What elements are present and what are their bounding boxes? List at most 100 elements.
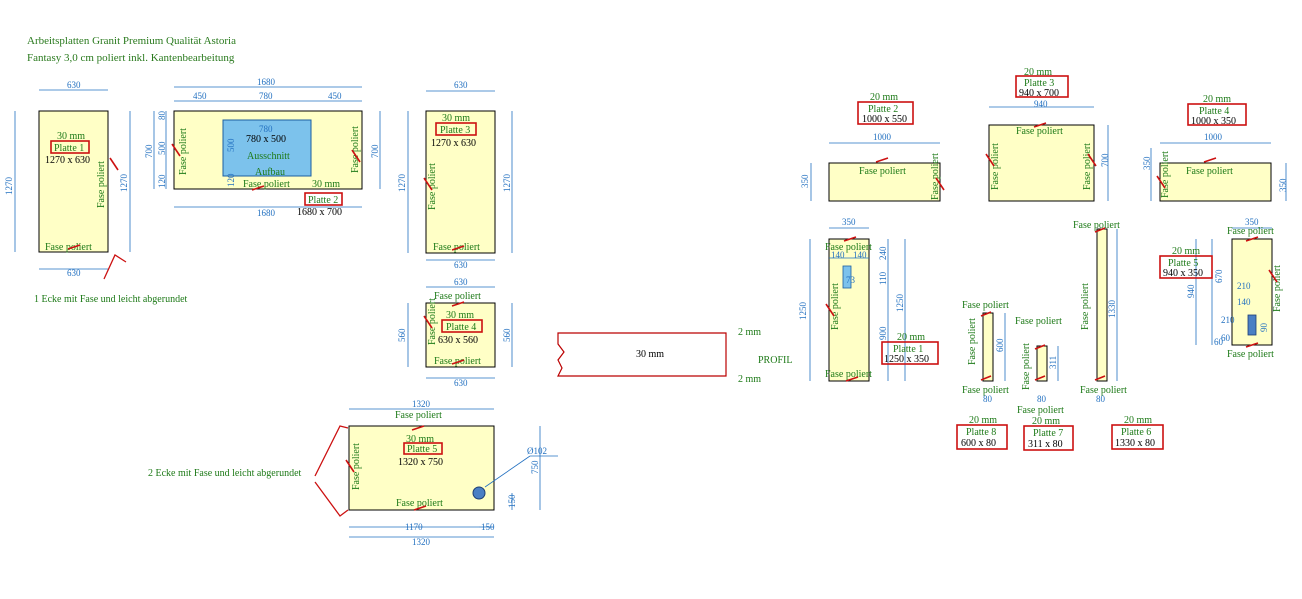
q4-dim-left: 350	[1142, 156, 1152, 170]
q2-label-box	[857, 101, 914, 125]
q6-dim-right: 1330	[1107, 300, 1117, 319]
q2-size: 1000 x 550	[862, 114, 907, 125]
q7-dim-bottom: 80	[1037, 394, 1047, 404]
p5-fase-left: Fase poliert	[351, 443, 362, 490]
p2-size: 1680 x 700	[297, 207, 342, 218]
p5-size: 1320 x 750	[398, 457, 443, 468]
q1-cutout	[842, 265, 852, 289]
profile-thickness: 30 mm	[636, 349, 664, 360]
q1-thickness: 20 mm	[897, 332, 925, 343]
q5-dim-inner: 90	[1259, 323, 1269, 333]
q5-fase-top: Fase poliert	[1227, 226, 1274, 237]
p1-fase-right: Fase poliert	[96, 161, 107, 208]
q5-dim-r6: 60	[1221, 333, 1231, 343]
q3-fase-right: Fase poliert	[1082, 143, 1093, 190]
platte20-8-group: 600 80 Fase poliert Fase poliert Fase po…	[956, 300, 1009, 450]
platte20-6-slab	[1096, 228, 1108, 382]
q8-fase-left: Fase poliert	[967, 318, 978, 365]
p1-label-box	[50, 140, 90, 154]
hole-circle	[472, 486, 486, 500]
p1-fase-bottom: Fase poliert	[45, 242, 92, 253]
p4-label-box	[441, 319, 483, 333]
hole-diameter: Ø102	[527, 446, 547, 456]
p2-dim-inner: 780	[259, 124, 273, 134]
p2-fase-right: Fase poliert	[350, 126, 361, 173]
profile-top: 2 mm	[738, 327, 761, 338]
p2-dim-inner-v2: 120	[226, 173, 236, 187]
q3-fase-left: Fase poliert	[990, 143, 1001, 190]
p2-fase-bottom: Fase poliert	[243, 179, 290, 190]
p5-dim-bottom1: 1170	[405, 522, 423, 532]
p5-dim-bottom2: 150	[481, 522, 495, 532]
profile-bottom: 2 mm	[738, 374, 761, 385]
q7-thickness: 20 mm	[1032, 416, 1060, 427]
q8-size: 600 x 80	[961, 438, 996, 449]
q5-dim-left: 940	[1186, 284, 1196, 298]
p5-dim-hole-v: 150	[507, 494, 517, 508]
q2-thickness: 20 mm	[870, 92, 898, 103]
p5-thickness: 30 mm	[406, 434, 434, 445]
p1-size: 1270 x 630	[45, 155, 90, 166]
platte20-3-slab	[988, 124, 1095, 202]
q7-name: Platte 7	[1033, 428, 1063, 439]
platte20-4-slab	[1159, 162, 1272, 202]
p4-dim-top: 630	[454, 277, 468, 287]
cutout-label-1: Ausschnitt	[247, 151, 290, 162]
q1-fase-left: Fase poliert	[830, 283, 841, 330]
p4-name: Platte 4	[446, 322, 476, 333]
q8-label-box	[956, 424, 1008, 450]
platte20-6-group: 1330 80 Fase poliert Fase poliert Fase p…	[1073, 220, 1164, 450]
q8-dim-bottom: 80	[983, 394, 993, 404]
q5-dim-r4: 60	[1214, 337, 1224, 347]
p2-dim-left: 700	[144, 144, 154, 158]
cutout-aufbau	[222, 119, 312, 177]
p4-thickness: 30 mm	[446, 310, 474, 321]
p1-name: Platte 1	[54, 143, 84, 154]
note-ecke-2: 2 Ecke mit Fase und leicht abgerundet	[148, 468, 302, 479]
q1-fase-top: Fase poliert	[825, 242, 872, 253]
q6-label-box	[1111, 424, 1164, 450]
platte-2-group: 1680 450 780 450 780 700 80 500 120 500 …	[144, 77, 381, 218]
q6-fase-left: Fase poliert	[1080, 283, 1091, 330]
q8-thickness: 20 mm	[969, 415, 997, 426]
cutout-dims: 780 x 500	[246, 134, 286, 145]
platte-3-group: 630 630 1270 1270 30 mm Platte 3 1270 x …	[397, 80, 513, 270]
p4-fase-top: Fase poliert	[434, 291, 481, 302]
q1-fase-bottom: Fase poliert	[825, 369, 872, 380]
q7-fase-left: Fase poliert	[1021, 343, 1032, 390]
p5-dim-right: 750	[530, 460, 540, 474]
p2-thickness: 30 mm	[312, 179, 340, 190]
p2-dim-bottom: 1680	[257, 208, 276, 218]
p2-dim-top: 1680	[257, 77, 276, 87]
platte-1-slab	[38, 110, 109, 253]
p4-fase-left: Fase poliert	[427, 298, 438, 345]
p5-dim-bottom: 1320	[412, 537, 431, 547]
platte-5-slab	[348, 425, 495, 511]
platte-4-slab	[425, 302, 496, 368]
q4-label-box	[1187, 103, 1247, 126]
p1-dim-bottom: 630	[67, 268, 81, 278]
p3-label-box	[435, 122, 477, 136]
p1-thickness: 30 mm	[57, 131, 85, 142]
q1-dim-b: 140	[853, 250, 867, 260]
q5-thickness: 20 mm	[1172, 246, 1200, 257]
q5-dim-r2: 210	[1237, 281, 1251, 291]
q5-fase-bottom: Fase poliert	[1227, 349, 1274, 360]
q1-dim-top: 350	[842, 217, 856, 227]
q5-name: Platte 5	[1168, 258, 1198, 269]
p3-dim-right: 1270	[502, 174, 512, 193]
p2-label-box	[304, 192, 343, 206]
p3-dim-bottom: 630	[454, 260, 468, 270]
p5-dim-top: 1320	[412, 399, 431, 409]
p2-dim-l2: 500	[157, 141, 167, 155]
q1-dim-c: 73	[846, 275, 856, 285]
p5-name: Platte 5	[407, 444, 437, 455]
p1-dim-left: 1270	[4, 177, 14, 196]
q6-fase-bottom: Fase poliert	[1080, 385, 1127, 396]
q4-dim-top: 1000	[1204, 132, 1223, 142]
platte-4-group: 630 630 560 560 Fase poliert 30 mm Platt…	[397, 277, 513, 388]
p3-dim-top: 630	[454, 80, 468, 90]
header-title: Arbeitsplatten Granit Premium Qualität A…	[27, 35, 236, 47]
platte-1-group: 630 630 1270 1270 30 mm Platte 1 1270 x …	[4, 80, 188, 305]
p1-dim-top: 630	[67, 80, 81, 90]
